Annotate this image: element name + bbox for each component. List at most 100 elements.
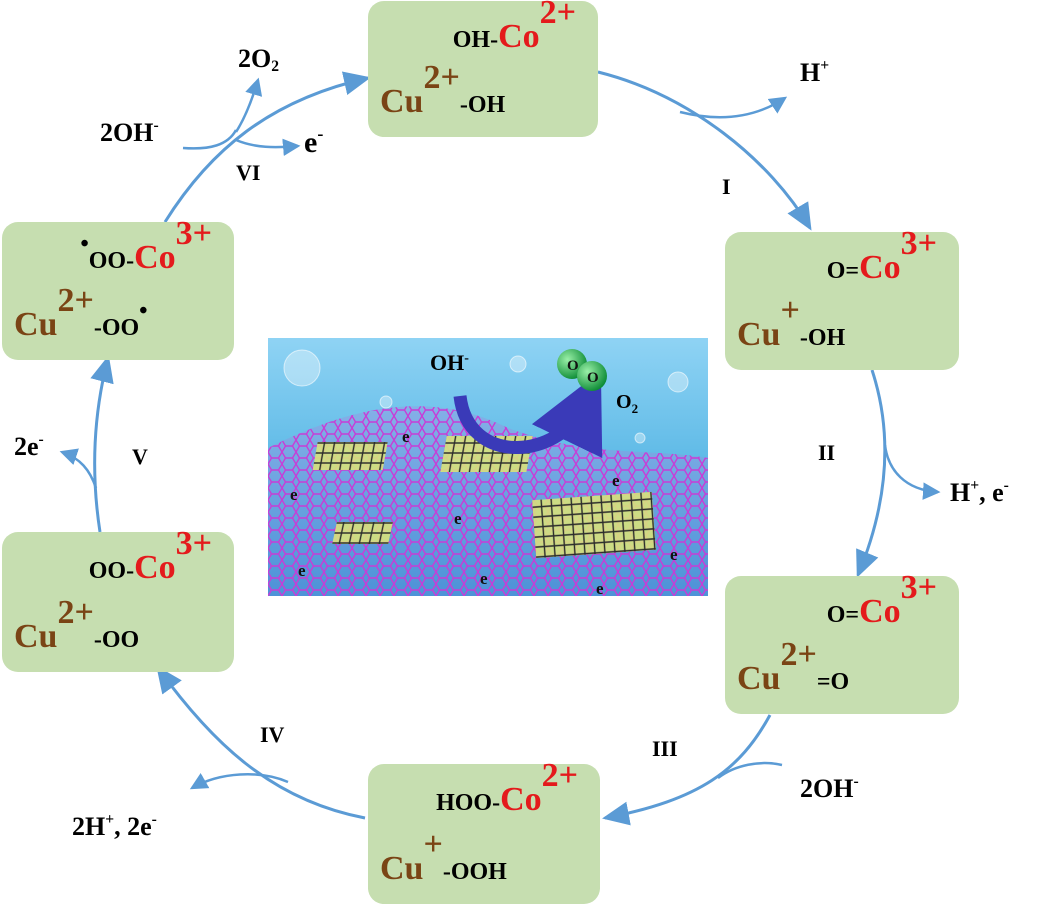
copper-label: Cu [737,316,781,353]
cobalt-label: Co [859,248,901,286]
top-ligand: HOO- [436,789,501,816]
step-iv-arrow [156,665,366,820]
cobalt-charge: 3+ [900,569,937,606]
electron-label: e [480,569,488,588]
top-ligand: OO- [88,247,135,274]
bubble [379,395,393,409]
cobalt-site: OO-Co3+ [88,527,212,587]
electron-label: e [402,427,410,446]
copper-charge: 2+ [423,59,460,97]
nanosheet-grid [312,442,388,470]
illus-o2-label: O2 [616,391,638,416]
species-h-plus: H+ [800,58,829,88]
step-iii-arrow [602,714,772,826]
species-base: 2OH [100,118,154,147]
copper-site: Cu+-OOH [380,828,507,888]
step-label-iv: IV [260,722,285,747]
step-label-ii: II [818,440,836,465]
species-two-o2: 2O2 [238,44,279,74]
bottom-ligand: -OO [93,315,140,341]
two-oh-input-left-arrow [182,129,238,150]
bottom-ligand: -OOH [442,859,507,885]
cobalt-site: •OO-Co3+ [80,217,212,277]
species-h-plus-e: H+, e- [950,478,1009,508]
bottom-ligand: -OH [459,92,506,118]
top-ligand: OH- [452,26,499,53]
top-ligand: OO- [88,557,135,584]
species-charge: + [105,811,115,829]
cobalt-label: Co [134,238,176,276]
oxygen-atom-label: O [567,358,579,374]
species-tail: , 2e [114,812,152,841]
state-box-left-upper: •OO-Co3+ Cu2+-OO• [2,217,234,360]
species-base: 2e [14,432,39,461]
two-oh-input-arrow [717,761,783,779]
oxygen-atom-label: O [587,370,599,386]
step-label-iii: III [652,736,678,761]
species-base: 2O [238,44,272,73]
species-two-h-two-e: 2H+, 2e- [72,812,157,842]
cobalt-label: Co [134,548,176,586]
state-box-right-lower: O=Co3+ Cu2+=O [725,571,959,714]
step-label-i: I [722,174,731,199]
copper-label: Cu [380,850,424,887]
oer-curved-arrow [453,370,603,459]
species-two-oh-right: 2OH- [800,774,859,804]
electron-labels: e e e e e e e e [290,427,678,596]
species-base: 2H [72,812,106,841]
copper-charge: 2+ [57,282,94,320]
bubble [667,371,689,393]
species-charge: + [820,57,830,75]
species-tail: , e [979,478,1004,507]
top-ligand: O= [826,257,860,284]
oxygen-atom [577,361,607,391]
state-box-bottom: HOO-Co2+ Cu+-OOH [368,759,600,904]
species-charge: - [853,773,859,791]
species-base: H [950,478,971,507]
copper-site: Cu2+-OO [14,596,139,656]
species-charge: + [970,477,980,495]
species-tail-charge: - [151,811,157,829]
copper-charge: 2+ [780,636,817,674]
species-subscript: 2 [271,57,280,75]
copper-site: Cu+-OH [737,294,846,354]
bottom-ligand: -OH [799,325,846,351]
bottom-ligand: =O [816,669,850,695]
h-plus-e-release-arrow [883,444,941,500]
two-h-two-e-release-arrow [189,772,289,790]
cobalt-charge: 3+ [900,225,937,262]
cobalt-charge: 2+ [539,0,576,31]
two-o2-release-arrow [234,77,263,133]
species-e-out: e- [304,123,324,160]
state-box-left-lower: OO-Co3+ Cu2+-OO [2,527,234,672]
radical-dot: • [139,298,148,325]
species-tail-charge: - [1003,477,1009,495]
o2-molecule: O O [557,349,607,391]
copper-site: Cu2+-OH [380,61,506,121]
electron-label: e [612,471,620,490]
species-base: H [800,58,821,87]
cobalt-charge: 3+ [175,215,212,252]
copper-label: Cu [14,306,58,343]
copper-site: Cu2+-OO• [14,284,148,344]
two-e-release-arrow [59,448,98,489]
copper-label: Cu [737,660,781,697]
top-ligand: O= [826,601,860,628]
bubbles [283,349,689,444]
bubble [509,355,527,373]
electron-label: e [596,579,604,596]
cobalt-charge: 2+ [541,757,578,794]
electron-label: e [454,509,462,528]
species-two-e: 2e- [14,432,44,462]
radical-dot: • [80,231,89,257]
cobalt-label: Co [498,17,540,55]
electron-label: e [290,485,298,504]
step-label-v: V [132,444,148,469]
h-plus-release-arrow [679,96,788,119]
bubble [283,349,321,387]
cobalt-site: O=Co3+ [826,571,937,631]
species-charge: - [153,117,159,135]
copper-charge: + [780,292,800,330]
nanosheet-grid [532,491,656,559]
species-charge: - [317,123,324,144]
